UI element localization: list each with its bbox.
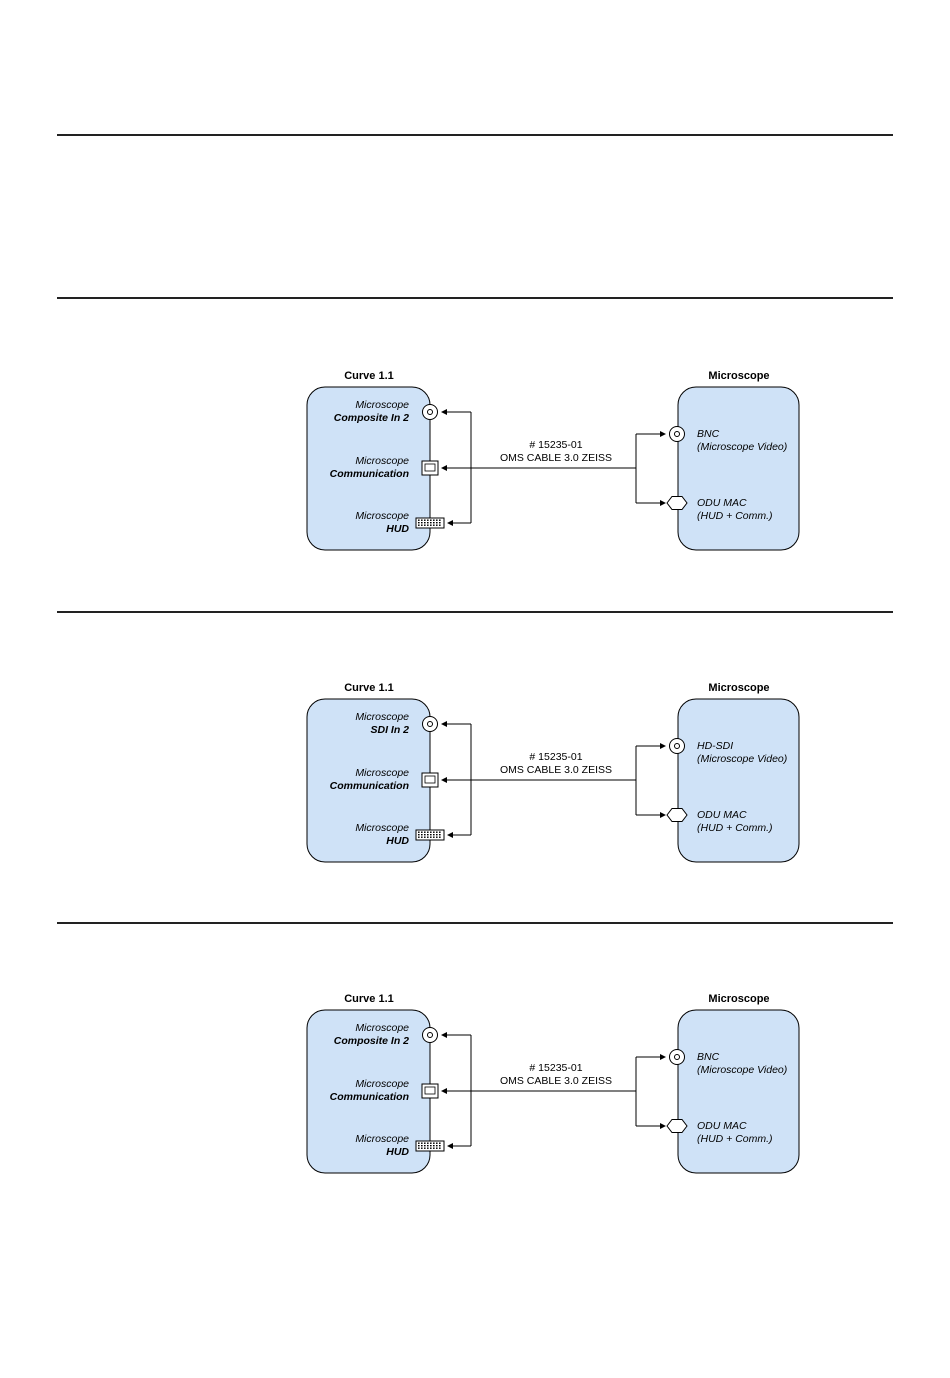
dvi-connector-icon [415, 517, 445, 529]
arrowhead [660, 812, 666, 818]
odu-connector-icon [666, 1119, 688, 1133]
section-divider [57, 134, 893, 136]
port-name: Communication [330, 780, 409, 792]
usb-connector-icon [421, 1083, 439, 1099]
microscope-port-label: ODU MAC [697, 1120, 747, 1132]
section-divider [57, 611, 893, 613]
bnc-pin [674, 1054, 680, 1060]
port-name: HUD [386, 523, 409, 535]
device-title-left: Curve 1.1 [344, 682, 394, 694]
port-label: Microscope [355, 822, 409, 834]
port-label: Microscope [355, 1133, 409, 1145]
cable-part-number: # 15235-01 [529, 439, 582, 451]
microscope-port-detail: (HUD + Comm.) [697, 510, 773, 522]
device-title-right: Microscope [708, 370, 769, 382]
microscope-port-detail: (HUD + Comm.) [697, 1133, 773, 1145]
cable-name: OMS CABLE 3.0 ZEISS [500, 1075, 612, 1087]
microscope-port-label: BNC [697, 428, 720, 440]
microscope-port-label: BNC [697, 1051, 720, 1063]
port-label: Microscope [355, 767, 409, 779]
bnc-pin [674, 431, 680, 437]
bnc-connector-icon [422, 404, 438, 420]
odu-connector-icon [666, 496, 688, 510]
port-name: SDI In 2 [370, 724, 409, 736]
bnc-pin [427, 1032, 433, 1038]
bnc-connector-icon [422, 716, 438, 732]
section-divider [57, 297, 893, 299]
arrowhead [441, 465, 447, 471]
arrowhead [441, 1088, 447, 1094]
arrowhead [447, 1143, 453, 1149]
arrowhead [660, 1054, 666, 1060]
device-title-left: Curve 1.1 [344, 370, 394, 382]
bnc-connector-icon [669, 426, 685, 442]
port-label: Microscope [355, 399, 409, 411]
usb-connector-icon [421, 772, 439, 788]
arrowhead [441, 721, 447, 727]
microscope-port-label: HD-SDI [697, 740, 733, 752]
microscope-device-box [677, 698, 800, 863]
microscope-port-label: ODU MAC [697, 809, 747, 821]
port-label: Microscope [355, 510, 409, 522]
section-divider [57, 922, 893, 924]
dvi-connector-icon [415, 1140, 445, 1152]
port-name: Communication [330, 468, 409, 480]
arrowhead [660, 1123, 666, 1129]
bnc-connector-icon [669, 1049, 685, 1065]
cable-part-number: # 15235-01 [529, 1062, 582, 1074]
microscope-port-detail: (Microscope Video) [697, 1064, 787, 1076]
port-label: Microscope [355, 711, 409, 723]
port-label: Microscope [355, 455, 409, 467]
port-name: HUD [386, 835, 409, 847]
microscope-port-label: ODU MAC [697, 497, 747, 509]
bnc-pin [427, 721, 433, 727]
arrowhead [660, 743, 666, 749]
microscope-device-box [677, 386, 800, 551]
cable-name: OMS CABLE 3.0 ZEISS [500, 764, 612, 776]
device-title-right: Microscope [708, 993, 769, 1005]
arrowhead [660, 431, 666, 437]
arrowhead [447, 520, 453, 526]
port-label: Microscope [355, 1022, 409, 1034]
usb-connector-icon [421, 460, 439, 476]
odu-connector-icon [666, 808, 688, 822]
bnc-connector-icon [669, 738, 685, 754]
bnc-connector-icon [422, 1027, 438, 1043]
microscope-device-box [677, 1009, 800, 1174]
microscope-port-detail: (Microscope Video) [697, 753, 787, 765]
microscope-port-detail: (Microscope Video) [697, 441, 787, 453]
arrowhead [441, 1032, 447, 1038]
port-label: Microscope [355, 1078, 409, 1090]
dvi-connector-icon [415, 829, 445, 841]
bnc-pin [674, 743, 680, 749]
port-name: Composite In 2 [334, 412, 409, 424]
device-title-right: Microscope [708, 682, 769, 694]
cable-name: OMS CABLE 3.0 ZEISS [500, 452, 612, 464]
microscope-port-detail: (HUD + Comm.) [697, 822, 773, 834]
port-name: HUD [386, 1146, 409, 1158]
cable-part-number: # 15235-01 [529, 751, 582, 763]
port-name: Communication [330, 1091, 409, 1103]
bnc-pin [427, 409, 433, 415]
device-title-left: Curve 1.1 [344, 993, 394, 1005]
arrowhead [447, 832, 453, 838]
arrowhead [441, 777, 447, 783]
arrowhead [441, 409, 447, 415]
port-name: Composite In 2 [334, 1035, 409, 1047]
arrowhead [660, 500, 666, 506]
